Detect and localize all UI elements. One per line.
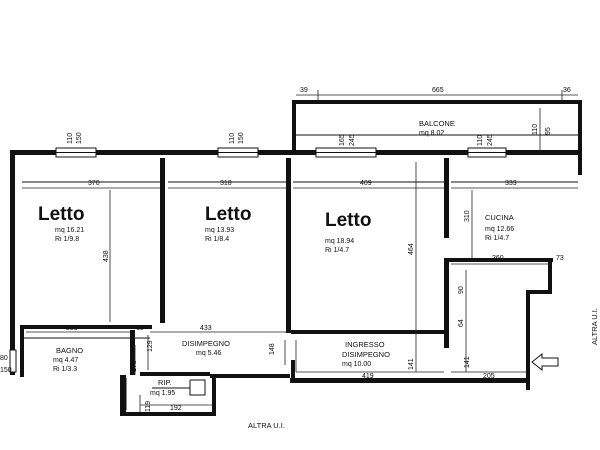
dim-w1a: 110 (67, 133, 74, 144)
room-letto-3-ri: Ri 1/4.7 (325, 247, 349, 254)
room-cucina-area: mq 12.66 (485, 226, 514, 233)
room-disimpegno-name: DISIMPEGNO (182, 339, 230, 348)
room-letto-1-area: mq 16.21 (55, 227, 84, 234)
dimension-lines (22, 90, 578, 412)
label-altra-ui-bottom: ALTRA U.I. (248, 421, 285, 430)
dim-w1b: 150 (76, 132, 83, 144)
room-ingresso-area: mq 10.00 (342, 361, 371, 368)
dim-409: 409 (360, 180, 372, 187)
dim-205: 205 (483, 373, 495, 380)
dim-36: 36 (563, 87, 571, 94)
dim-433: 433 (200, 325, 212, 332)
room-letto-3-area: mq 18.94 (325, 238, 354, 245)
dim-w3a: 165 (339, 134, 346, 146)
dim-39: 39 (300, 87, 308, 94)
entrance-arrow-icon (531, 352, 559, 372)
dim-129: 129 (147, 340, 154, 352)
dim-w3b: 245 (349, 134, 356, 146)
dim-438: 438 (103, 250, 110, 262)
dim-255: 255 (66, 325, 78, 332)
dim-665: 665 (432, 87, 444, 94)
room-ingresso-name-2: DISIMPEGNO (342, 350, 390, 359)
room-bagno-ri: Ri 1/3.3 (53, 366, 77, 373)
dim-119: 119 (145, 401, 152, 412)
windows (9, 147, 507, 373)
dim-150: 150 (0, 367, 12, 374)
dim-148: 148 (269, 343, 276, 355)
dim-w2b: 150 (238, 132, 245, 144)
dim-178: 178 (131, 360, 138, 372)
room-letto-2-area: mq 13.93 (205, 227, 234, 234)
room-letto-3-name: Letto (325, 210, 371, 231)
room-letto-1-ri: Ri 1/9.8 (55, 236, 79, 243)
dim-64: 64 (458, 319, 465, 327)
room-bagno-area: mq 4.47 (53, 357, 78, 364)
dim-419: 419 (362, 373, 374, 380)
room-bagno-name: BAGNO (56, 346, 83, 355)
dim-192: 192 (170, 405, 182, 412)
walls (10, 100, 582, 416)
dim-370: 370 (88, 180, 100, 187)
dim-73: 73 (556, 255, 564, 262)
dim-90: 90 (458, 286, 465, 294)
room-balcone-area: mq 8.02 (419, 130, 444, 137)
room-lines (22, 134, 578, 410)
dim-15: 15 (136, 325, 144, 332)
dim-141-b: 141 (464, 356, 471, 368)
room-cucina-name: CUCINA (485, 213, 514, 222)
room-letto-2-name: Letto (205, 204, 251, 225)
dim-260: 260 (492, 255, 504, 262)
dim-310: 310 (464, 210, 471, 222)
label-altra-ui-right: ALTRA U.I. (590, 308, 599, 345)
room-letto-1-name: Letto (38, 204, 84, 225)
dim-bal-a: 110 (532, 124, 539, 135)
room-disimpegno-area: mq 5.46 (196, 350, 221, 357)
room-letto-2-ri: Ri 1/8.4 (205, 236, 229, 243)
dim-w4a: 110 (477, 135, 484, 146)
room-rip-name: RIP. (158, 378, 172, 387)
dimension-labels: 39 665 36 110 150 110 150 165 245 110 24… (0, 87, 571, 412)
room-cucina-ri: Ri 1/4.7 (485, 235, 509, 242)
dim-w4b: 245 (487, 134, 494, 146)
dim-464: 464 (408, 243, 415, 255)
dim-bal-b: 95 (545, 127, 552, 135)
dim-80: 80 (0, 355, 8, 362)
dim-318: 318 (220, 180, 232, 187)
room-balcone-name: BALCONE (419, 119, 455, 128)
room-ingresso-name: INGRESSO (345, 340, 385, 349)
dim-141-a: 141 (408, 358, 415, 370)
dim-w2a: 110 (229, 133, 236, 144)
room-rip-area: mq 1.95 (150, 390, 175, 397)
dim-333: 333 (505, 180, 517, 187)
